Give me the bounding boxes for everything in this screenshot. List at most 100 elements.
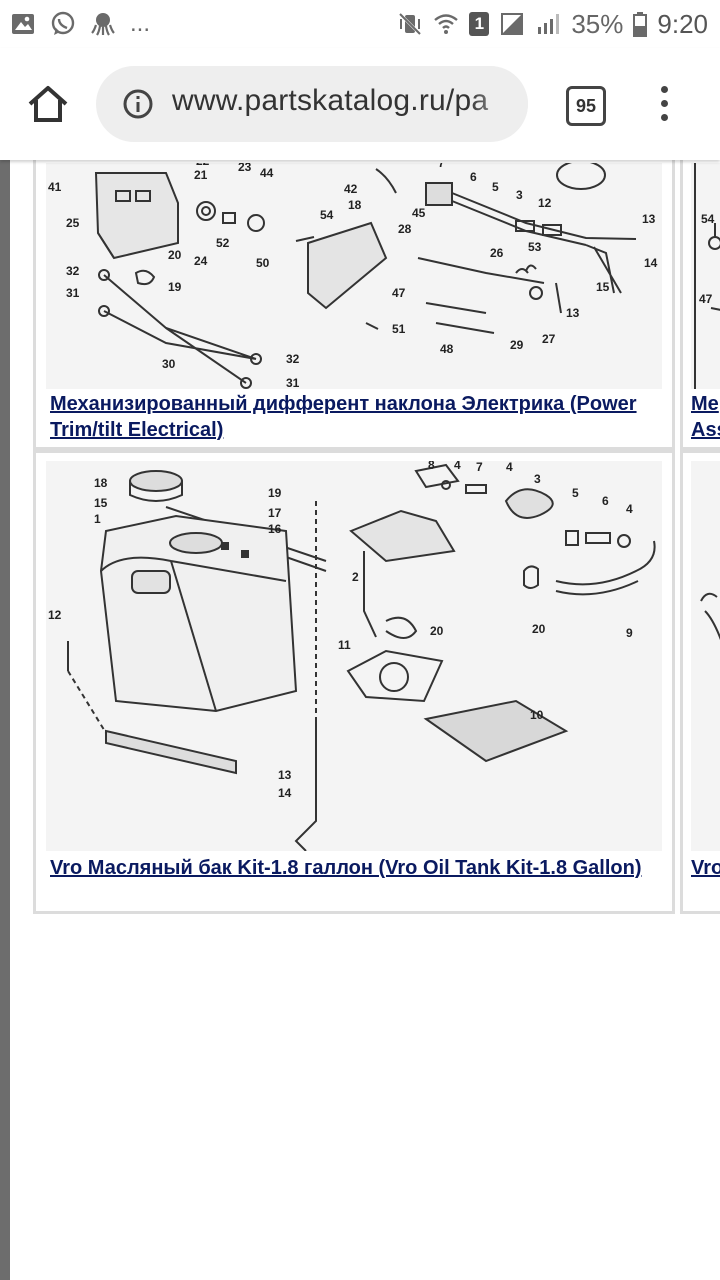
callout-label: 9 xyxy=(626,626,633,640)
callout-label: 4 xyxy=(454,461,461,472)
callout-label: 13 xyxy=(642,212,656,226)
callout-label: 1 xyxy=(94,512,101,526)
callout-label: 15 xyxy=(94,496,108,510)
no-sim-icon xyxy=(501,13,524,35)
callout-label: 48 xyxy=(440,342,454,356)
callout-label: 42 xyxy=(344,182,358,196)
octopus-icon xyxy=(91,13,115,36)
callout-label: 19 xyxy=(168,280,182,294)
card-title-link[interactable]: Механизированный дифферент наклона Элект… xyxy=(50,393,637,441)
callout-label: 31 xyxy=(286,376,300,389)
callout-label: 22 xyxy=(196,163,210,168)
callout-label: 17 xyxy=(268,506,282,520)
status-bar: ... 1 35% 9:2 xyxy=(0,0,720,48)
parts-diagram-image[interactable]: 18 15 1 19 17 16 12 13 14 8 4 7 4 3 2 5 … xyxy=(46,461,662,851)
callout-labels: 18 15 1 19 17 16 12 13 14 8 4 7 4 3 2 5 … xyxy=(48,461,633,800)
card-title-link[interactable]: Ме Ass xyxy=(691,391,720,443)
title-line-1: Ме xyxy=(691,393,719,415)
callout-labels: 41 25 22 21 23 44 20 24 52 50 19 32 31 3… xyxy=(48,163,658,389)
callout-label: 6 xyxy=(470,170,477,184)
callout-label: 3 xyxy=(534,472,541,486)
battery-percent: 35% xyxy=(571,8,624,39)
parts-card-partial[interactable]: Vro xyxy=(680,450,720,914)
signal-icon xyxy=(538,14,560,34)
callout-label: 19 xyxy=(268,486,282,500)
callout-label: 20 xyxy=(430,624,444,638)
browser-toolbar: www.partskatalog.ru/pa 95 xyxy=(0,48,720,160)
callout-label: 13 xyxy=(278,768,292,782)
address-bar[interactable]: www.partskatalog.ru/pa xyxy=(96,66,528,142)
whatsapp-icon xyxy=(51,11,75,35)
callout-label: 32 xyxy=(66,264,80,278)
callout-label: 28 xyxy=(398,222,412,236)
callout-label: 5 xyxy=(572,486,579,500)
battery-icon xyxy=(633,12,648,37)
callout-label: 6 xyxy=(602,494,609,508)
sim-badge: 1 xyxy=(469,12,490,36)
callout-label: 50 xyxy=(256,256,270,270)
callout-label: 14 xyxy=(644,256,658,270)
callout-label: 31 xyxy=(66,286,80,300)
parts-card[interactable]: 18 15 1 19 17 16 12 13 14 8 4 7 4 3 2 5 … xyxy=(33,450,675,914)
callout-label: 4 xyxy=(506,461,513,474)
url-text[interactable]: www.partskatalog.ru/pa xyxy=(172,84,489,117)
callout-label: 14 xyxy=(278,786,292,800)
gallery-icon xyxy=(12,14,34,34)
callout-label: 7 xyxy=(438,163,445,170)
callout-label: 2 xyxy=(352,570,359,584)
callout-label: 47 xyxy=(392,286,406,300)
callout-label: 13 xyxy=(566,306,580,320)
home-icon[interactable] xyxy=(24,80,72,128)
callout-label: 20 xyxy=(532,622,546,636)
callout-label: 32 xyxy=(286,352,300,366)
callout-label: 3 xyxy=(516,188,523,202)
callout-label: 21 xyxy=(194,168,208,182)
callout-label: 8 xyxy=(428,461,435,472)
callout-label: 18 xyxy=(348,198,362,212)
callout-label: 5 xyxy=(492,180,499,194)
trim-electrical-diagram: 41 25 22 21 23 44 20 24 52 50 19 32 31 3… xyxy=(48,163,658,389)
callout-label: 30 xyxy=(162,357,176,371)
info-icon[interactable] xyxy=(122,88,154,120)
callout-label: 26 xyxy=(490,246,504,260)
callout-label: 4 xyxy=(626,502,633,516)
partial-diagram: 54 47 xyxy=(694,163,720,389)
callout-label: 29 xyxy=(510,338,524,352)
vibrate-mute-icon xyxy=(399,12,422,36)
wifi-icon xyxy=(434,14,459,34)
callout-label: 53 xyxy=(528,240,542,254)
callout-label: 12 xyxy=(538,196,552,210)
overflow-menu-icon[interactable] xyxy=(652,82,676,126)
card-title-link[interactable]: Vro Масляный бак Kit-1.8 галлон (Vro Oil… xyxy=(50,857,642,879)
card-title-link[interactable]: Vro xyxy=(691,857,720,879)
callout-label: 20 xyxy=(168,248,182,262)
callout-label: 44 xyxy=(260,166,274,180)
callout-label: 54 xyxy=(320,208,334,222)
scrollbar[interactable] xyxy=(0,160,10,1280)
callout-label: 51 xyxy=(392,322,406,336)
callout-label: 12 xyxy=(48,608,62,622)
parts-diagram-image[interactable]: 41 25 22 21 23 44 20 24 52 50 19 32 31 3… xyxy=(46,163,662,389)
callout-label: 52 xyxy=(216,236,230,250)
parts-diagram-image[interactable] xyxy=(691,461,720,851)
callout-label: 41 xyxy=(48,180,62,194)
parts-card-partial[interactable]: 54 47 Ме Ass xyxy=(680,140,720,450)
tab-switcher-button[interactable]: 95 xyxy=(566,86,606,126)
callout-label: 16 xyxy=(268,522,282,536)
callout-label: 24 xyxy=(194,254,208,268)
url-fade xyxy=(468,66,528,142)
callout-label: 23 xyxy=(238,163,252,174)
callout-label: 45 xyxy=(412,206,426,220)
partial-diagram xyxy=(700,592,720,641)
callout-label: 10 xyxy=(530,708,544,722)
more-notifications: ... xyxy=(130,10,151,37)
callout-label: 11 xyxy=(338,638,351,652)
parts-diagram-image[interactable]: 54 47 xyxy=(691,163,720,389)
callout-label: 7 xyxy=(476,461,483,474)
callout-label: 54 xyxy=(701,212,715,226)
parts-card[interactable]: 41 25 22 21 23 44 20 24 52 50 19 32 31 3… xyxy=(33,140,675,450)
oil-tank-diagram: 18 15 1 19 17 16 12 13 14 8 4 7 4 3 2 5 … xyxy=(48,461,656,851)
callout-label: 27 xyxy=(542,332,556,346)
callout-label: 25 xyxy=(66,216,80,230)
callout-label: 47 xyxy=(699,292,713,306)
